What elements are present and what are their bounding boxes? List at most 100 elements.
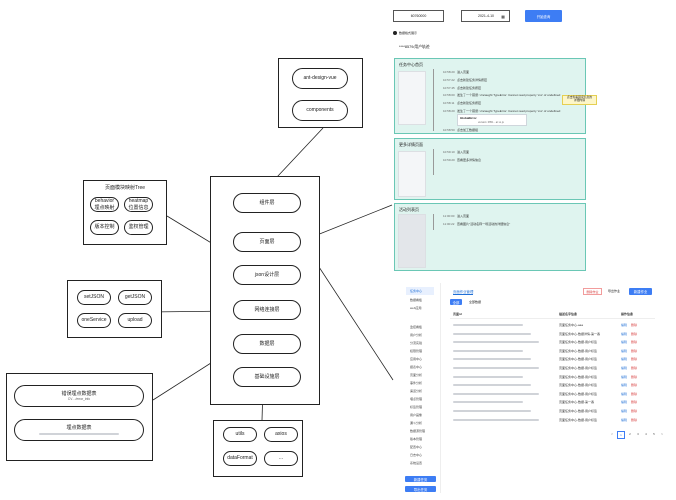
sidebar-item[interactable]: 用户分析 [410, 333, 423, 337]
node-json-layer: json设计层 [233, 265, 301, 285]
table-row[interactable]: 页面任务中心-数据详情-第一番编辑删除 [450, 331, 655, 339]
sidebar-item[interactable]: 配置中心 [410, 445, 423, 449]
export-job-button[interactable]: 导出作业 [608, 289, 621, 293]
node-auth: 鉴权管理 [124, 220, 153, 235]
table-row[interactable]: 页面任务中心-数据-用户标签编辑删除 [450, 391, 655, 399]
blurred-page-id [453, 367, 539, 369]
node-infra-layer: 基础设施层 [233, 367, 301, 387]
blurred-page-id [453, 410, 531, 412]
row-delete-link[interactable]: 删除 [631, 391, 638, 396]
row-edit-link[interactable]: 编辑 [621, 383, 628, 388]
calendar-icon: ▦ [501, 13, 505, 19]
timeline-axis [433, 149, 434, 175]
row-desc: 页面任务中心-数据-用户标签 [559, 357, 597, 362]
row-edit-link[interactable]: 编辑 [621, 417, 628, 422]
row-delete-link[interactable]: 删除 [631, 417, 638, 422]
sidebar-item[interactable]: 数据源管理 [410, 429, 426, 433]
row-edit-link[interactable]: 编辑 [621, 366, 628, 370]
row-delete-link[interactable]: 删除 [631, 383, 638, 388]
row-edit-link[interactable]: 编辑 [621, 391, 628, 396]
sidebar-item[interactable]: web应用 [410, 306, 422, 310]
table-row[interactable]: 页面任务中心-数据-用户标签编辑删除 [450, 374, 655, 382]
page-button[interactable]: > [661, 432, 663, 436]
tab-page-job-manage[interactable]: 页面作业管理 [453, 290, 474, 295]
tab-all-data[interactable]: 全部数据 [469, 300, 482, 304]
sidebar-item[interactable]: 版本管理 [410, 437, 423, 441]
page-button[interactable]: 5 [653, 432, 655, 436]
table-row[interactable]: 页面任务中心-数据-用户标签编辑删除 [450, 339, 655, 347]
row-edit-link[interactable]: 编辑 [621, 323, 628, 327]
node-ant-design-vue: ant-design-vue [292, 68, 348, 89]
page-button[interactable]: < [611, 432, 613, 436]
row-delete-link[interactable]: 删除 [631, 374, 638, 379]
timeline-axis [433, 214, 434, 230]
row-delete-link[interactable]: 删除 [631, 323, 638, 327]
sidebar-item[interactable]: 系统设置 [410, 461, 423, 465]
table-row[interactable]: 页面任务中心-数据-用户标签编辑删除 [450, 348, 655, 356]
sidebar-item[interactable]: 应用中心 [410, 357, 423, 361]
row-delete-link[interactable]: 删除 [631, 331, 638, 336]
row-delete-link[interactable]: 删除 [631, 400, 638, 405]
table-row[interactable]: 页面任务中心-数据-用户标签编辑删除 [450, 408, 655, 416]
node-getjson: getJSON [118, 290, 152, 305]
display-format-radio[interactable]: 数据格式展示 [393, 31, 417, 35]
row-edit-link[interactable]: 编辑 [621, 400, 628, 405]
table-row[interactable]: 页面任务中心-数据-第一番编辑删除 [450, 399, 655, 407]
sidebar-item[interactable]: 标签管理 [410, 405, 423, 409]
delete-job-button[interactable]: 删除作业 [583, 288, 602, 295]
row-delete-link[interactable]: 删除 [631, 357, 638, 362]
node-components: components [292, 100, 348, 121]
sidebar-item[interactable]: 任务中心 [410, 289, 423, 293]
sidebar-item[interactable]: 埋点管理 [410, 397, 423, 401]
page-button[interactable]: 3 [637, 432, 639, 436]
row-edit-link[interactable]: 编辑 [621, 348, 628, 353]
page-tree-title: 页面模块映射Tree [104, 185, 146, 191]
row-edit-link[interactable]: 编辑 [621, 357, 628, 362]
sidebar-item[interactable]: 用户画像 [410, 413, 423, 417]
tab-all[interactable]: 全部 [450, 299, 462, 305]
table-row[interactable]: 页面任务中心-数据-用户标签编辑删除 [450, 365, 655, 373]
error-detail-box[interactable]: GlobalError version: 0f83... at xx.js [457, 114, 527, 126]
sidebar-item[interactable]: 日志中心 [410, 453, 423, 457]
row-delete-link[interactable]: 删除 [631, 340, 638, 345]
sidebar-item[interactable]: 分流实验 [410, 341, 423, 345]
row-edit-link[interactable]: 编辑 [621, 340, 628, 345]
sidebar-item[interactable]: 权限管理 [410, 349, 423, 353]
row-edit-link[interactable]: 编辑 [621, 409, 628, 413]
user-id-input[interactable]: 60760000 [393, 10, 444, 22]
table-header-ops: 操作信息 [621, 312, 634, 316]
page-button[interactable]: 1 [617, 431, 625, 439]
node-error-table: 错误埋点数据表 CV…/error_info [14, 385, 144, 407]
blurred-page-id [453, 384, 531, 387]
blurred-page-id [453, 341, 539, 344]
sidebar-item[interactable]: 渠道分析 [410, 389, 423, 393]
export-task-button[interactable]: 导出任务 [405, 486, 436, 492]
node-behavior: behavior 埋点映射 [90, 197, 119, 212]
date-picker[interactable]: 2021-4-10 ▦ [461, 10, 510, 22]
row-edit-link[interactable]: 编辑 [621, 331, 628, 336]
sidebar-item[interactable]: 事件分析 [410, 381, 423, 385]
table-row[interactable]: 页面任务中心-数据-用户标签 编辑删除 [450, 356, 655, 364]
sidebar-item[interactable]: 数据看板 [410, 298, 423, 302]
table-row[interactable]: 页面任务中心-数据-用户标签编辑删除 [450, 417, 655, 425]
table-header-desc: 描述名字信息 [559, 312, 578, 316]
page-button[interactable]: 2 [629, 432, 631, 436]
row-delete-link[interactable]: 删除 [631, 366, 638, 370]
table-row[interactable]: 页面任务中心-数据-用户标签编辑删除 [450, 382, 655, 390]
row-delete-link[interactable]: 删除 [631, 348, 638, 353]
create-job-button[interactable]: 新建作业 [629, 288, 652, 295]
row-delete-link[interactable]: 删除 [631, 409, 638, 413]
sidebar-item[interactable]: 监控看板 [410, 325, 423, 329]
new-task-button[interactable]: 新建任务 [405, 476, 436, 482]
sidebar-item[interactable]: 报表中心 [410, 365, 423, 369]
sidebar-item[interactable]: 页面分析 [410, 373, 423, 377]
query-button[interactable]: 开始查询 [525, 10, 562, 22]
sidebar-item[interactable]: 漏斗分析 [410, 421, 423, 425]
row-edit-link[interactable]: 编辑 [621, 374, 628, 379]
page-button[interactable]: 4 [645, 432, 647, 436]
